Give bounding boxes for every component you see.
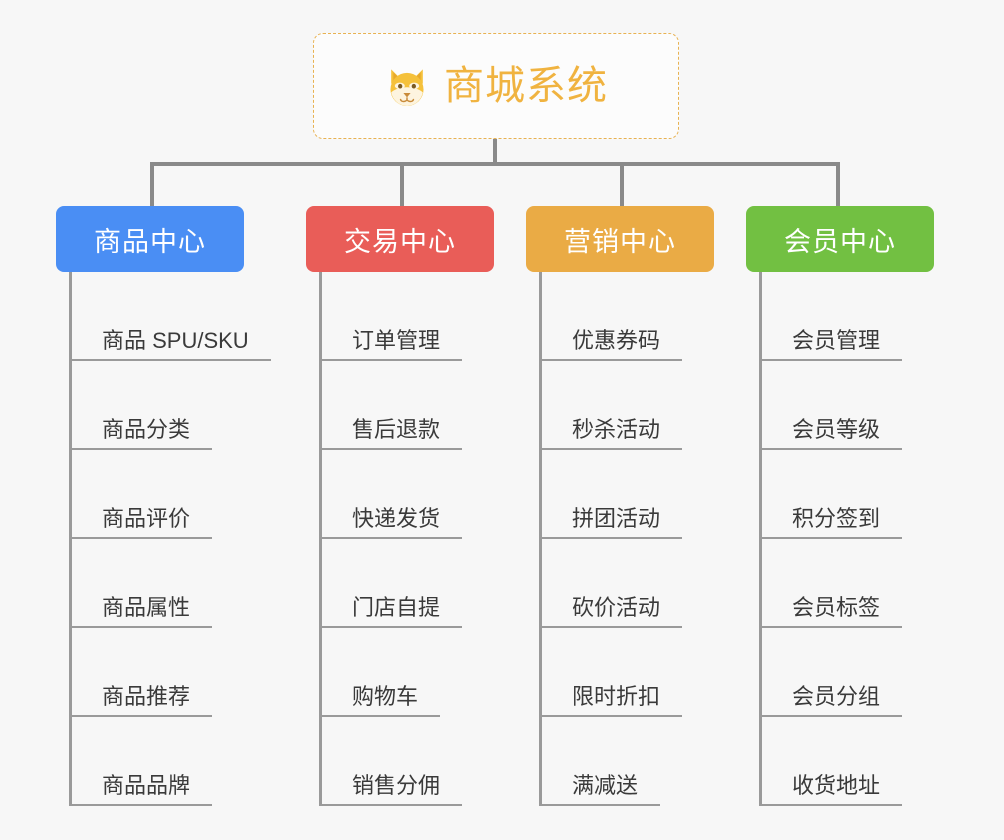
category-header-trade-center[interactable]: 交易中心: [306, 206, 494, 272]
leaf-item[interactable]: 商品 SPU/SKU: [72, 272, 271, 361]
leaf-item[interactable]: 收货地址: [762, 717, 934, 806]
category-label: 会员中心: [784, 226, 896, 257]
leaf-label: 商品评价: [72, 506, 213, 539]
leaf-item[interactable]: 限时折扣: [542, 628, 714, 717]
drop-connector-4: [836, 162, 840, 208]
leaf-label: 商品 SPU/SKU: [72, 328, 271, 361]
leaf-item[interactable]: 会员等级: [762, 361, 934, 450]
category-label: 商品中心: [94, 226, 206, 257]
leaf-label: 售后退款: [322, 417, 463, 450]
leaf-label: 商品属性: [72, 595, 213, 628]
leaf-item[interactable]: 订单管理: [322, 272, 494, 361]
leaf-label: 快递发货: [322, 506, 463, 539]
drop-connector-2: [400, 162, 404, 208]
leaf-label: 会员管理: [762, 328, 903, 361]
leaf-item[interactable]: 商品评价: [72, 450, 244, 539]
leaf-list-member-center: 会员管理 会员等级 积分签到 会员标签 会员分组 收货地址: [759, 272, 934, 806]
column-product-center: 商品中心 商品 SPU/SKU 商品分类 商品评价 商品属性 商品推荐 商品品牌: [56, 206, 271, 806]
leaf-item[interactable]: 积分签到: [762, 450, 934, 539]
leaf-label: 商品推荐: [72, 684, 213, 717]
root-node[interactable]: 商城系统: [313, 33, 679, 139]
leaf-item[interactable]: 会员分组: [762, 628, 934, 717]
column-member-center: 会员中心 会员管理 会员等级 积分签到 会员标签 会员分组 收货地址: [746, 206, 934, 806]
leaf-item[interactable]: 售后退款: [322, 361, 494, 450]
root-trunk-connector: [493, 139, 497, 165]
leaf-label: 商品品牌: [72, 773, 213, 806]
leaf-label: 商品分类: [72, 417, 213, 450]
leaf-item[interactable]: 商品品牌: [72, 717, 244, 806]
category-bus-connector: [150, 162, 840, 166]
column-marketing-center: 营销中心 优惠券码 秒杀活动 拼团活动 砍价活动 限时折扣 满减送: [526, 206, 714, 806]
leaf-label: 会员标签: [762, 595, 903, 628]
leaf-item[interactable]: 砍价活动: [542, 539, 714, 628]
drop-connector-1: [150, 162, 154, 208]
column-trade-center: 交易中心 订单管理 售后退款 快递发货 门店自提 购物车 销售分佣: [306, 206, 494, 806]
drop-connector-3: [620, 162, 624, 208]
leaf-item[interactable]: 优惠券码: [542, 272, 714, 361]
leaf-label: 限时折扣: [542, 684, 683, 717]
root-title: 商城系统: [444, 64, 608, 108]
leaf-label: 会员等级: [762, 417, 903, 450]
leaf-list-trade-center: 订单管理 售后退款 快递发货 门店自提 购物车 销售分佣: [319, 272, 494, 806]
category-label: 交易中心: [344, 226, 456, 257]
leaf-item[interactable]: 会员标签: [762, 539, 934, 628]
leaf-item[interactable]: 门店自提: [322, 539, 494, 628]
category-header-product-center[interactable]: 商品中心: [56, 206, 244, 272]
leaf-list-product-center: 商品 SPU/SKU 商品分类 商品评价 商品属性 商品推荐 商品品牌: [69, 272, 271, 806]
leaf-label: 秒杀活动: [542, 417, 683, 450]
leaf-label: 满减送: [542, 773, 661, 806]
leaf-item[interactable]: 商品分类: [72, 361, 244, 450]
leaf-label: 门店自提: [322, 595, 463, 628]
leaf-item[interactable]: 快递发货: [322, 450, 494, 539]
leaf-label: 拼团活动: [542, 506, 683, 539]
leaf-label: 砍价活动: [542, 595, 683, 628]
leaf-label: 购物车: [322, 684, 441, 717]
leaf-item[interactable]: 秒杀活动: [542, 361, 714, 450]
leaf-label: 积分签到: [762, 506, 903, 539]
leaf-label: 优惠券码: [542, 328, 683, 361]
category-header-member-center[interactable]: 会员中心: [746, 206, 934, 272]
leaf-label: 收货地址: [762, 773, 903, 806]
leaf-label: 订单管理: [322, 328, 463, 361]
leaf-item[interactable]: 满减送: [542, 717, 714, 806]
category-label: 营销中心: [564, 226, 676, 257]
leaf-label: 销售分佣: [322, 773, 463, 806]
leaf-item[interactable]: 商品属性: [72, 539, 244, 628]
category-header-marketing-center[interactable]: 营销中心: [526, 206, 714, 272]
leaf-item[interactable]: 商品推荐: [72, 628, 244, 717]
leaf-item[interactable]: 销售分佣: [322, 717, 494, 806]
leaf-item[interactable]: 会员管理: [762, 272, 934, 361]
leaf-item[interactable]: 拼团活动: [542, 450, 714, 539]
leaf-item[interactable]: 购物车: [322, 628, 494, 717]
leaf-label: 会员分组: [762, 684, 903, 717]
leaf-list-marketing-center: 优惠券码 秒杀活动 拼团活动 砍价活动 限时折扣 满减送: [539, 272, 714, 806]
shiba-dog-face-icon: [384, 65, 430, 111]
